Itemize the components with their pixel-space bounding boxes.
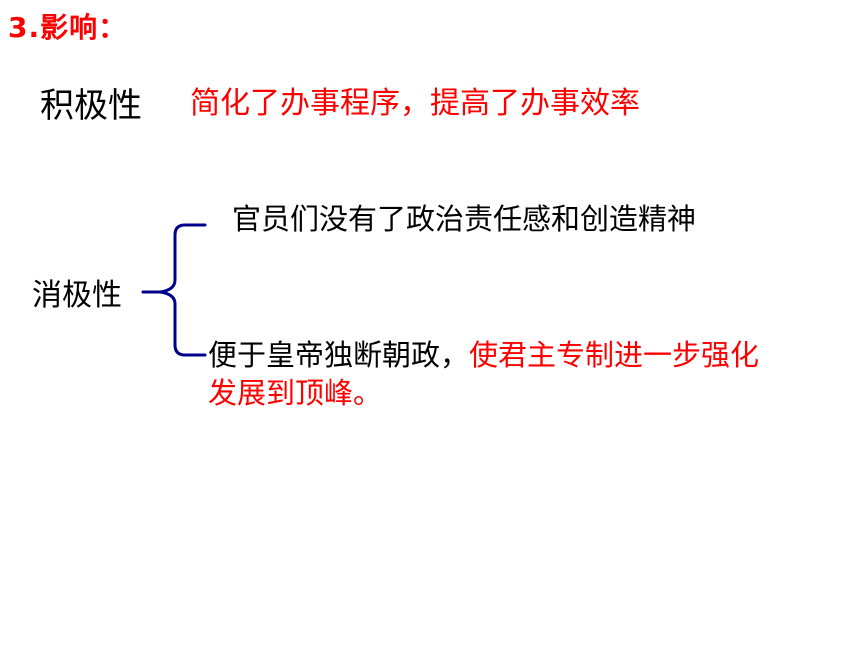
negative-item-2-black: 便于皇帝独断朝政， — [208, 338, 470, 372]
negative-item-2-red: 使君主专制进一步强化 — [469, 338, 760, 372]
negative-item-2-continuation: 发展到顶峰。 — [208, 376, 383, 410]
section-heading: 3.影响： — [8, 11, 128, 44]
negative-item-2: 便于皇帝独断朝政，使君主专制进一步强化 — [208, 332, 759, 374]
negative-label: 消极性 — [32, 278, 122, 313]
negative-item-1: 官员们没有了政治责任感和创造精神 — [232, 202, 697, 236]
positive-label: 积极性 — [40, 86, 142, 126]
positive-text: 简化了办事程序，提高了办事效率 — [190, 86, 640, 121]
